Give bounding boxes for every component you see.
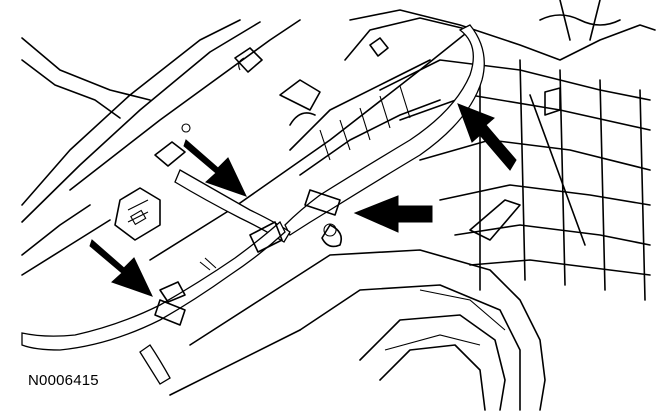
left-panel-outline <box>21 19 261 276</box>
upper-housing <box>279 37 441 176</box>
center-panel <box>69 19 471 261</box>
arrow-connector <box>353 195 433 233</box>
wire-harness <box>21 24 485 385</box>
figure-reference-code: N0006415 <box>28 372 99 389</box>
fasteners <box>154 141 337 303</box>
arrow-upper-clip <box>183 139 247 197</box>
arrow-lower-clip <box>89 239 153 297</box>
callout-arrows <box>89 103 517 297</box>
arrow-harness-route <box>457 103 517 171</box>
lower-housing <box>169 249 546 411</box>
blower-module <box>344 0 656 301</box>
